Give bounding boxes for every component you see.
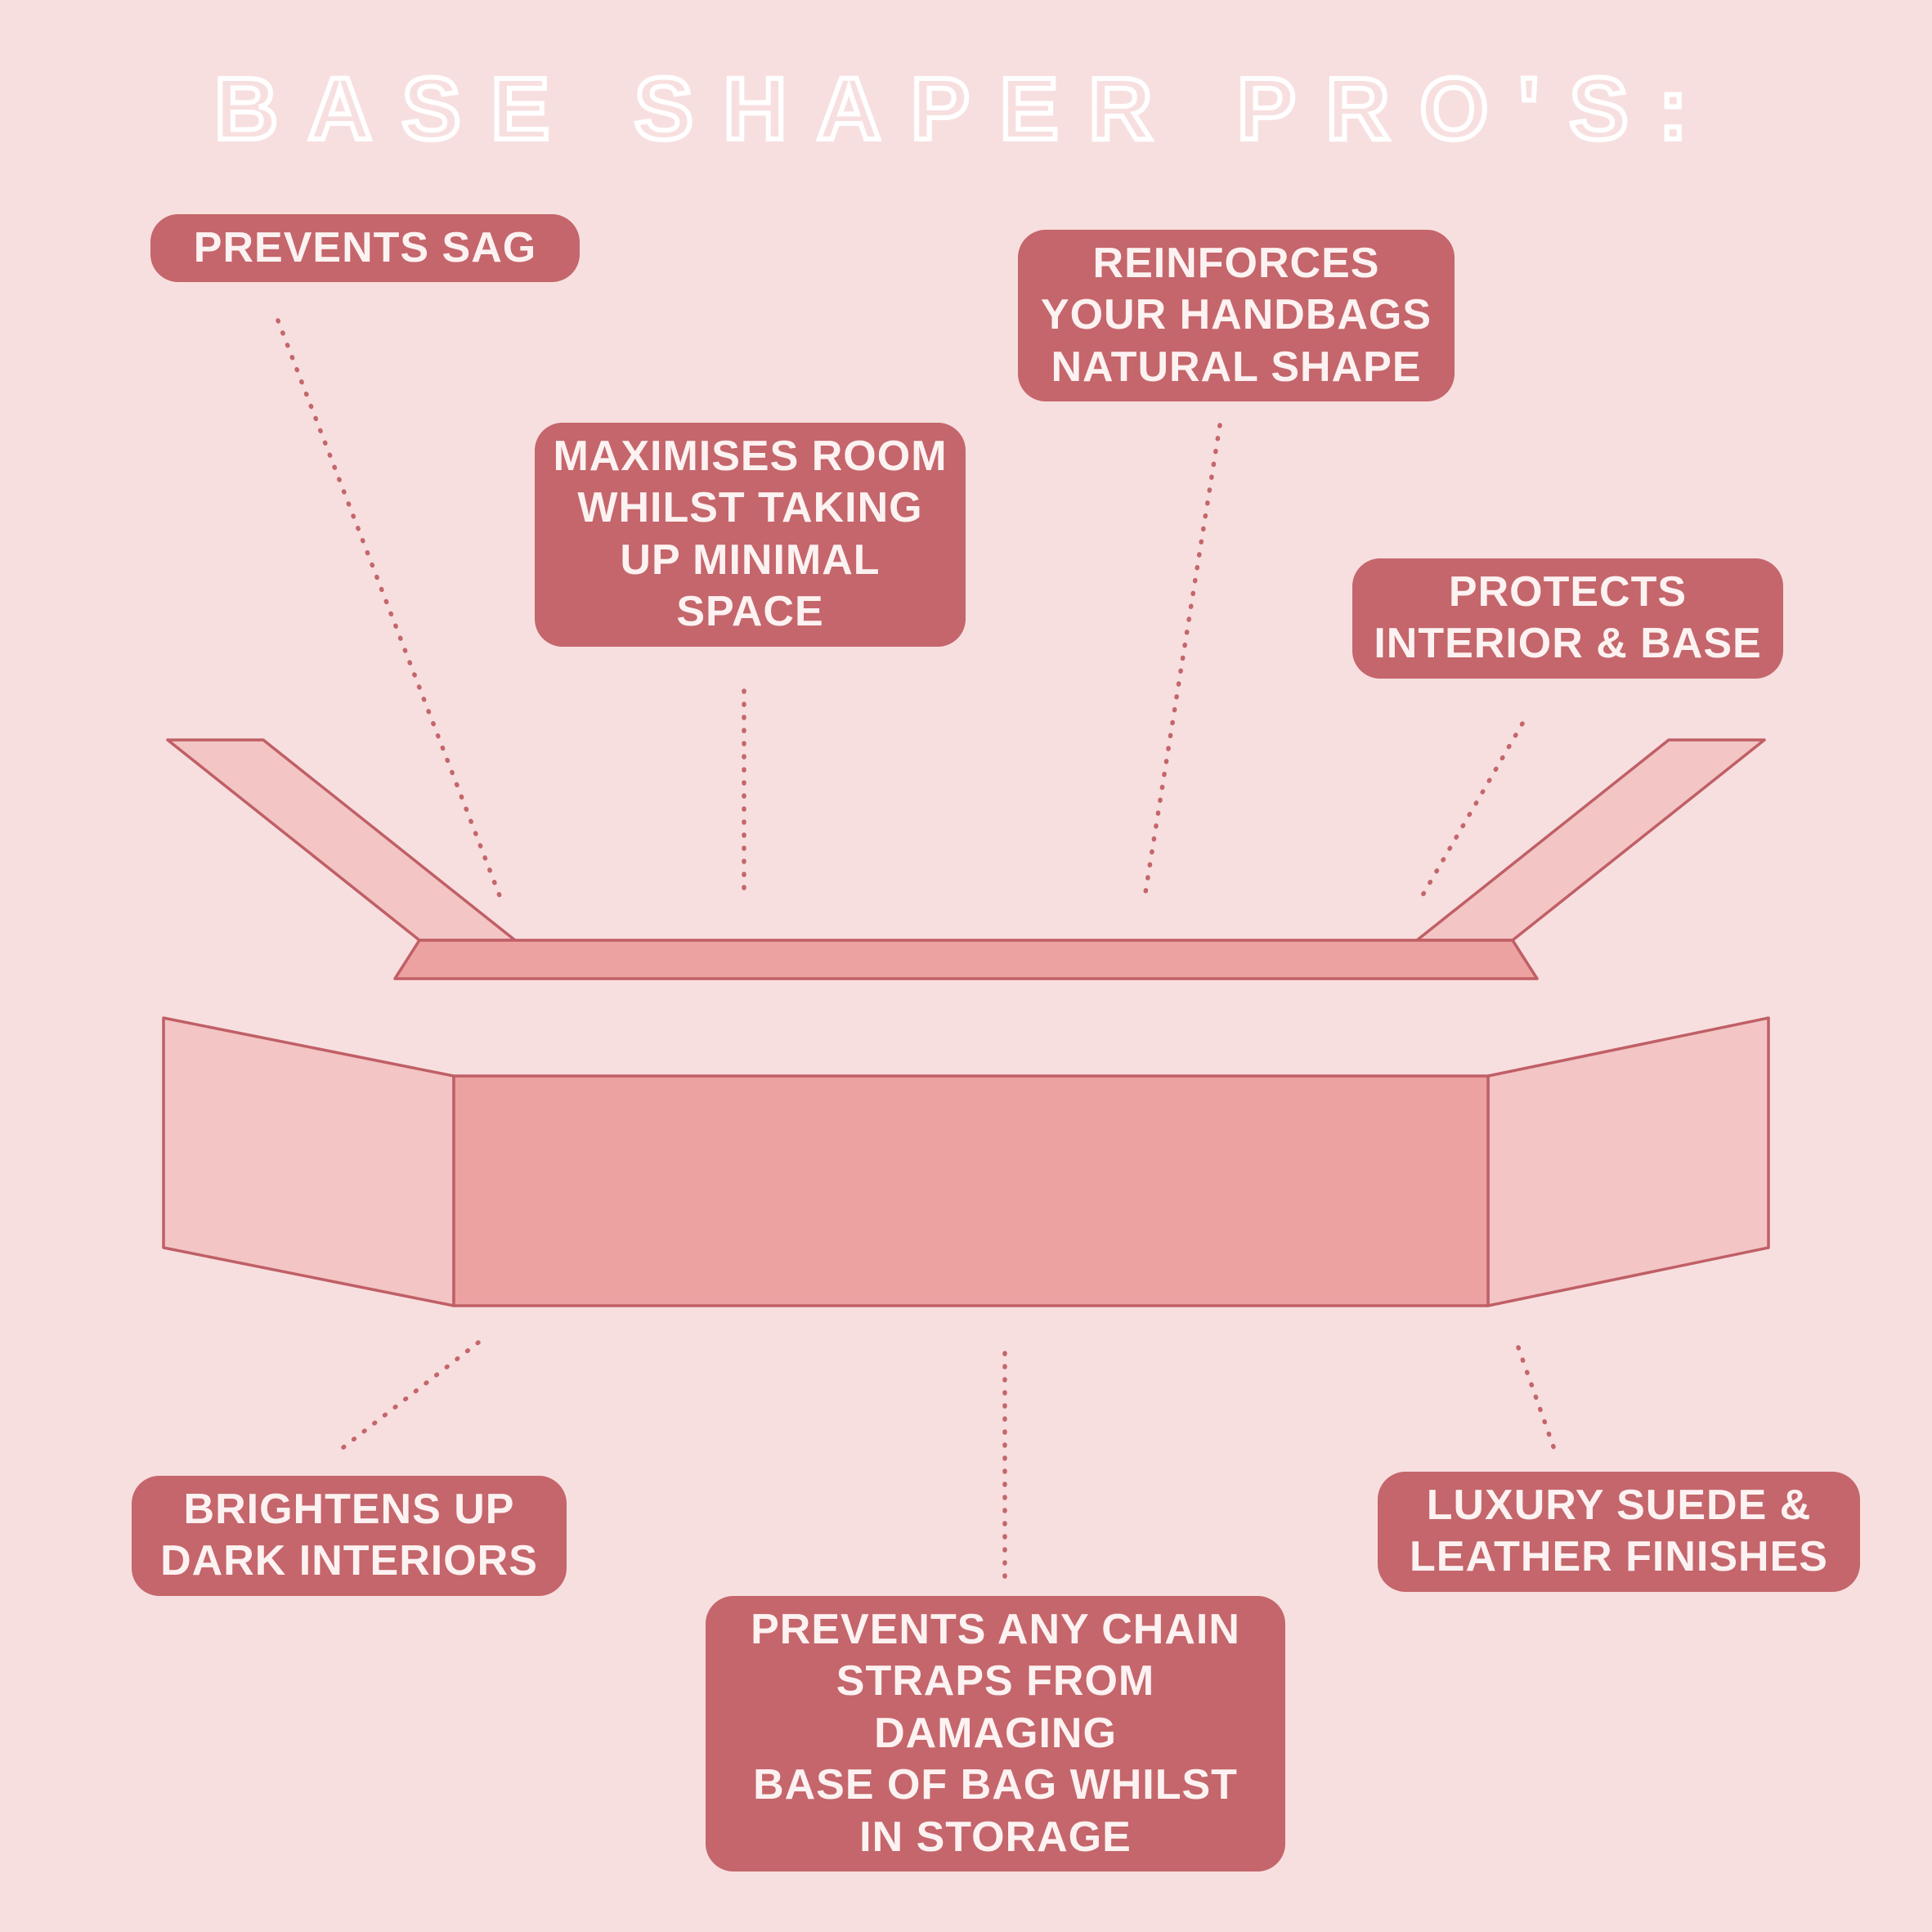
callout-prevents-sag: PREVENTS SAG bbox=[150, 214, 580, 283]
connector-prevents-sag bbox=[276, 318, 503, 900]
connector-protects-interior bbox=[1418, 721, 1525, 902]
bottom-shaper-left-panel bbox=[162, 1016, 455, 1307]
top-shaper-left-flap bbox=[166, 738, 517, 942]
callout-protects-interior: PROTECTS INTERIOR & BASE bbox=[1352, 558, 1783, 679]
callout-brightens-interiors: BRIGHTENS UP DARK INTERIORS bbox=[132, 1476, 567, 1596]
callout-luxury-finishes: LUXURY SUEDE & LEATHER FINISHES bbox=[1378, 1472, 1860, 1592]
top-shaper-base-strip bbox=[393, 939, 1539, 980]
callout-prevents-chain-damage: PREVENTS ANY CHAIN STRAPS FROM DAMAGING … bbox=[706, 1596, 1285, 1872]
top-shaper-right-flap bbox=[1415, 738, 1766, 942]
connector-reinforces-shape bbox=[1142, 423, 1222, 900]
callout-maximises-room: MAXIMISES ROOM WHILST TAKING UP MINIMAL … bbox=[535, 423, 966, 647]
page-title: BASE SHAPER PRO'S: bbox=[212, 56, 1718, 160]
callout-reinforces-shape: REINFORCES YOUR HANDBAGS NATURAL SHAPE bbox=[1018, 230, 1455, 402]
connector-luxury-finishes bbox=[1516, 1345, 1558, 1456]
bottom-shaper-center-panel bbox=[452, 1074, 1490, 1307]
connector-brightens-interiors bbox=[333, 1340, 481, 1456]
bottom-shaper-right-panel bbox=[1486, 1016, 1770, 1307]
